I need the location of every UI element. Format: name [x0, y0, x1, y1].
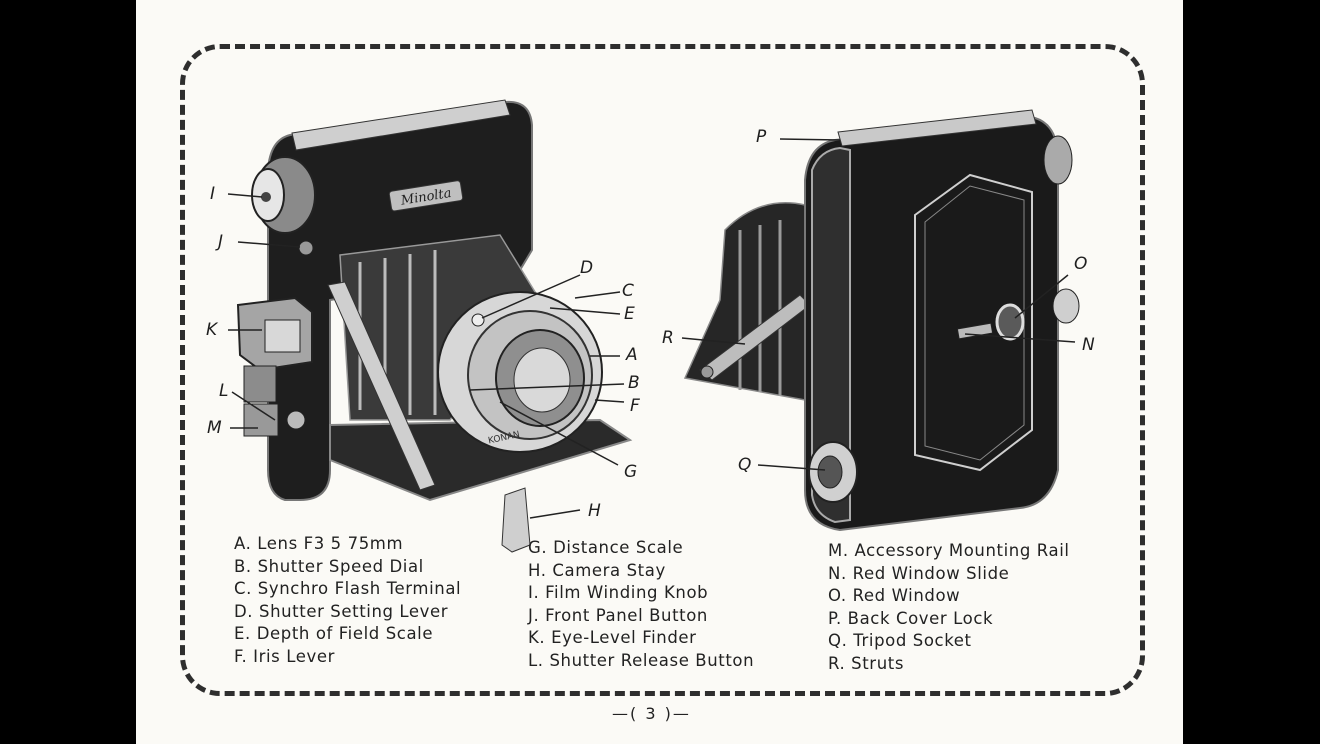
- callout-a: A: [626, 345, 638, 365]
- callout-c: C: [622, 281, 634, 301]
- callout-f: F: [630, 396, 640, 416]
- back-camera-illustration: [683, 109, 1080, 532]
- callout-q: Q: [738, 455, 752, 475]
- legend-item-c: C. Synchro Flash Terminal: [234, 579, 462, 598]
- legend-item-h: H. Camera Stay: [528, 560, 666, 580]
- legend-item-a: A. Lens F3 5 75mm: [234, 534, 404, 553]
- callout-l: L: [219, 381, 229, 401]
- legend-item-b: B. Shutter Speed Dial: [234, 556, 424, 576]
- legend-item-j: J. Front Panel Button: [528, 605, 708, 625]
- front-camera-illustration: Minolta KONAN: [236, 99, 633, 553]
- page-number: —( 3 )—: [612, 704, 691, 723]
- callout-r: R: [662, 328, 674, 348]
- legend-item-o: O. Red Window: [828, 586, 961, 605]
- legend-item-e: E. Depth of Field Scale: [234, 624, 434, 643]
- callout-n: N: [1082, 335, 1095, 355]
- callout-m: M: [207, 418, 222, 438]
- callout-e: E: [624, 304, 635, 324]
- callout-k: K: [206, 320, 218, 340]
- legend-column-2: G. Distance Scale H. Camera Stay I. Film…: [528, 537, 754, 672]
- callout-o: O: [1074, 254, 1088, 274]
- callout-g: G: [624, 462, 638, 482]
- dashed-border-frame: [180, 44, 1145, 696]
- legend-item-g: G. Distance Scale: [528, 538, 684, 557]
- callout-b: B: [628, 373, 640, 393]
- callout-h: H: [588, 501, 601, 521]
- legend-item-d: D. Shutter Setting Lever: [234, 601, 449, 621]
- callout-i: I: [210, 184, 216, 204]
- callout-leader-lines: [227, 138, 1076, 519]
- callout-j: J: [218, 232, 224, 252]
- legend-item-f: F. Iris Lever: [234, 646, 335, 666]
- callout-d: D: [580, 258, 594, 278]
- legend-column-3: M. Accessory Mounting Rail N. Red Window…: [828, 540, 1070, 675]
- callout-p: P: [756, 127, 767, 147]
- legend-item-r: R. Struts: [828, 653, 905, 673]
- legend-item-i: I. Film Winding Knob: [528, 583, 709, 602]
- legend-item-n: N. Red Window Slide: [828, 563, 1010, 583]
- legend-item-m: M. Accessory Mounting Rail: [828, 541, 1070, 560]
- legend-column-1: A. Lens F3 5 75mm B. Shutter Speed Dial …: [234, 533, 461, 668]
- legend-item-q: Q. Tripod Socket: [828, 631, 972, 650]
- legend-item-p: P. Back Cover Lock: [828, 608, 994, 628]
- legend-item-k: K. Eye-Level Finder: [528, 628, 697, 647]
- legend-item-l: L. Shutter Release Button: [528, 650, 755, 670]
